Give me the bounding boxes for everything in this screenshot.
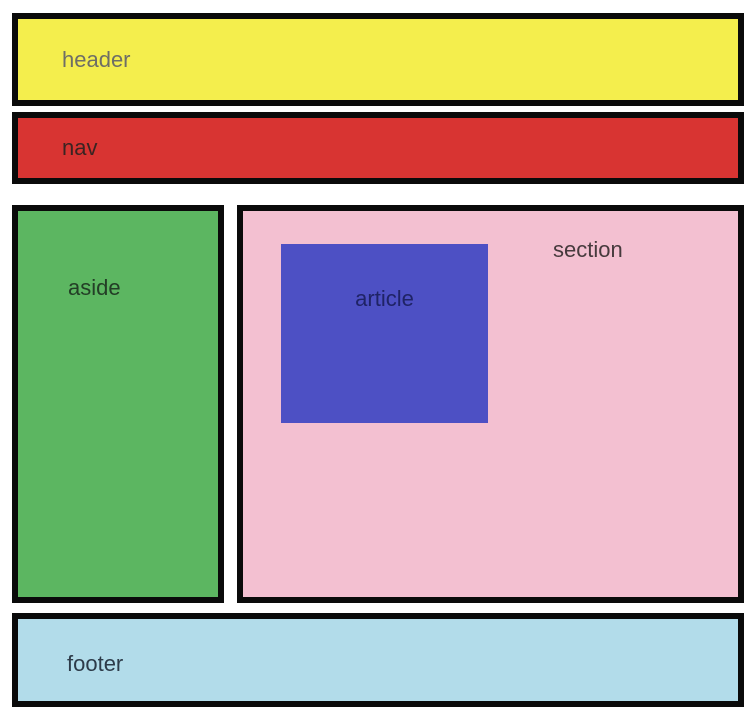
header-label: header	[62, 46, 131, 72]
article-label: article	[355, 286, 414, 311]
nav-box: nav	[12, 112, 744, 184]
section-label: section	[553, 237, 623, 262]
article-box: article	[281, 244, 488, 423]
footer-box: footer	[12, 613, 744, 707]
aside-box: aside	[12, 205, 224, 603]
footer-label: footer	[67, 651, 124, 676]
section-box: section article	[237, 205, 744, 603]
aside-label: aside	[68, 275, 121, 300]
header-box: header	[12, 13, 744, 106]
nav-label: nav	[62, 135, 98, 160]
